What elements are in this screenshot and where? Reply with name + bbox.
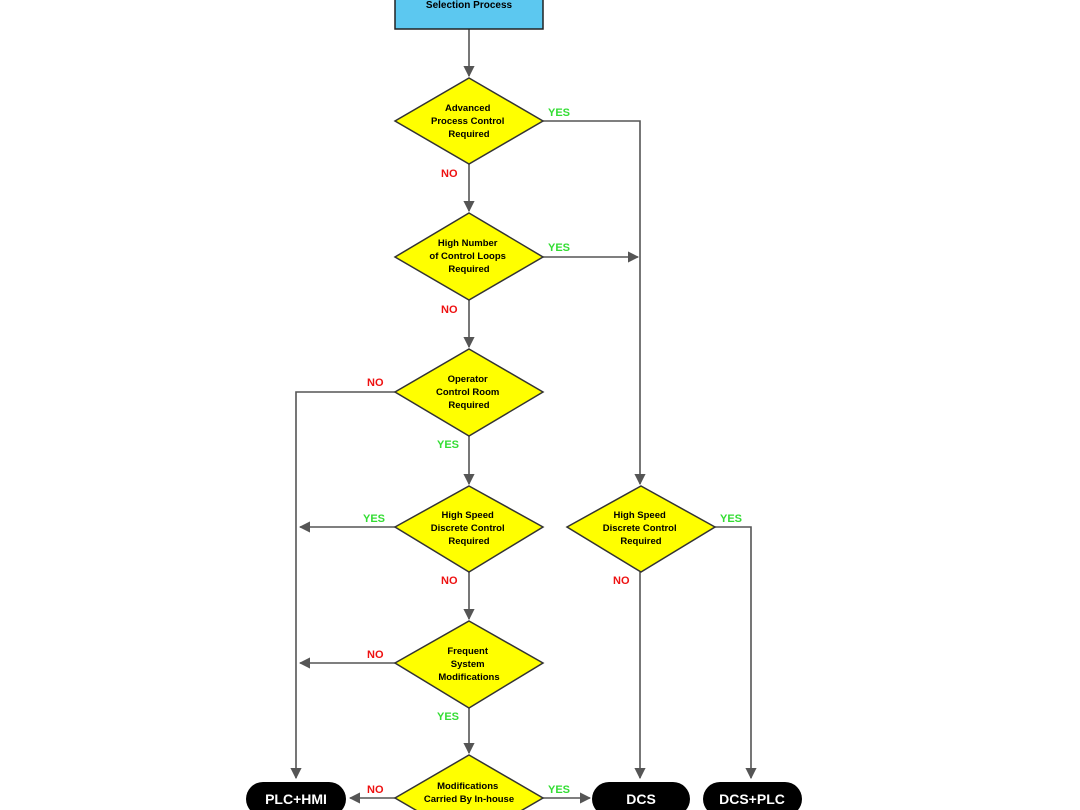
decision-shape xyxy=(393,754,545,810)
terminal-dcs: DCS xyxy=(592,782,690,810)
decision-label: Frequent System Modifications xyxy=(438,646,499,683)
terminal-shape xyxy=(246,782,346,810)
decision-label-line: High Speed xyxy=(442,510,494,521)
no-label: NO xyxy=(441,575,458,587)
decision-operator-control-room: Operator Control Room Required xyxy=(393,348,545,437)
terminal-dcs-plc: DCS+PLC xyxy=(703,782,802,810)
decision-shape xyxy=(393,620,545,709)
decision-shape xyxy=(393,348,545,437)
decision-high-speed-discrete-left: High Speed Discrete Control Required xyxy=(393,485,545,573)
decision-label-line: Modifications xyxy=(437,781,498,792)
terminal-label: DCS+PLC xyxy=(719,791,785,807)
no-label: NO xyxy=(441,304,458,316)
decision-high-number-loops: High Number of Control Loops Required xyxy=(393,212,545,301)
terminal-label: DCS xyxy=(626,791,656,807)
decision-label-line: Discrete Control xyxy=(603,523,677,534)
decision-label-line: High Speed xyxy=(614,510,666,521)
decision-advanced-process-control: Advanced Process Control Required xyxy=(393,77,545,165)
no-label: NO xyxy=(367,784,384,796)
terminal-shape xyxy=(592,782,690,810)
no-label: NO xyxy=(367,377,384,389)
decision-label-line: Required xyxy=(448,129,489,140)
connector-d3-no-left xyxy=(290,391,395,780)
yes-label: YES xyxy=(548,784,570,796)
yes-label: YES xyxy=(548,107,570,119)
decision-label-line: System xyxy=(451,659,485,670)
decision-label-line: Frequent xyxy=(447,646,488,657)
decision-label: Advanced Process Control Required xyxy=(431,103,507,140)
start-box-label: Selection Process xyxy=(426,0,513,11)
decision-label-line: Required xyxy=(620,536,661,547)
terminal-label: PLC+HMI xyxy=(265,791,327,807)
decision-shape xyxy=(393,212,545,301)
decision-label-line: Required xyxy=(448,400,489,411)
decision-label: High Number of Control Loops Required xyxy=(429,238,508,275)
terminal-plc-hmi: PLC+HMI xyxy=(246,782,346,810)
decision-shape xyxy=(393,485,545,573)
start-box: Selection Process xyxy=(394,0,544,30)
decision-label-line: Modifications xyxy=(438,672,499,683)
decision-label-line: Advanced xyxy=(445,103,491,114)
decision-shape xyxy=(393,77,545,165)
decision-label: High Speed Discrete Control Required xyxy=(431,510,508,547)
start-box-shape xyxy=(394,0,544,30)
connector-d5-yes-right xyxy=(715,526,757,780)
decision-label-line: Process Control xyxy=(431,116,504,127)
decision-label-line: Control Room xyxy=(436,387,499,398)
decision-label-line: Required xyxy=(448,536,489,547)
decision-label-line: Operator xyxy=(448,374,488,385)
yes-label: YES xyxy=(363,513,385,525)
terminal-shape xyxy=(703,782,802,810)
decision-label: High Speed Discrete Control Required xyxy=(603,510,680,547)
yes-label: YES xyxy=(437,439,459,451)
decision-high-speed-discrete-right: High Speed Discrete Control Required xyxy=(565,485,717,573)
decision-label-line: Carried By In-house xyxy=(424,794,514,805)
no-label: NO xyxy=(367,649,384,661)
no-label: NO xyxy=(441,168,458,180)
connector-d1-yes-right xyxy=(543,120,646,486)
decision-frequent-modifications: Frequent System Modifications xyxy=(393,620,545,709)
decision-label: Modifications Carried By In-house xyxy=(424,781,514,805)
decision-label-line: Discrete Control xyxy=(431,523,505,534)
connectors xyxy=(290,29,757,804)
decision-shape xyxy=(565,485,717,573)
decision-label: Operator Control Room Required xyxy=(436,374,502,411)
yes-label: YES xyxy=(548,242,570,254)
branch-labels: YES NO YES NO NO YES YES YES NO NO NO YE… xyxy=(363,107,742,796)
yes-label: YES xyxy=(720,513,742,525)
decision-label-line: High Number xyxy=(438,238,498,249)
no-label: NO xyxy=(613,575,630,587)
yes-label: YES xyxy=(437,711,459,723)
decision-label-line: Required xyxy=(448,264,489,275)
decision-modifications-in-house: Modifications Carried By In-house xyxy=(393,754,545,810)
decision-label-line: of Control Loops xyxy=(429,251,506,262)
